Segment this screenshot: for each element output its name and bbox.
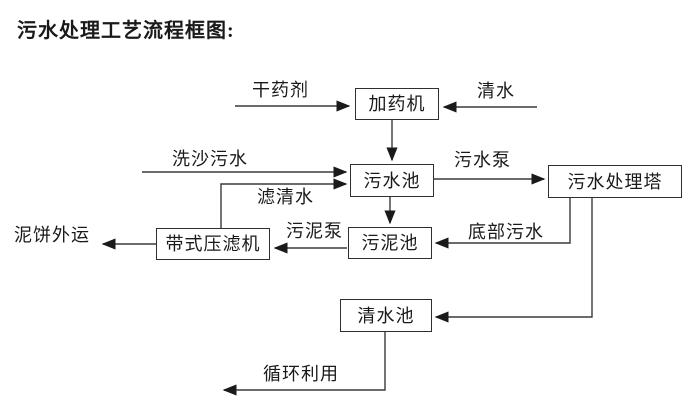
flow-label-clean-water: 清水	[477, 81, 515, 101]
flow-label-dry-agent: 干药剂	[252, 80, 309, 100]
flow-label-sludge-pump: 污泥泵	[286, 221, 343, 241]
flow-label-bottom-sewage: 底部污水	[468, 222, 544, 242]
flow-label-sewage-pump: 污水泵	[454, 150, 511, 170]
node-treatment-tower: 污水处理塔	[548, 165, 682, 198]
flow-label-sand-washing-sewage: 洗沙污水	[172, 149, 248, 169]
page-title: 污水处理工艺流程框图:	[17, 20, 235, 42]
node-belt-filter-press: 带式压滤机	[156, 228, 270, 260]
flow-label-filtered-water: 滤清水	[257, 187, 314, 207]
node-clean-water-pool-label: 清水池	[357, 305, 415, 326]
flow-label-mud-cake-out: 泥饼外运	[14, 225, 90, 245]
arrow-tower-to-clean-pool	[434, 198, 593, 323]
node-sewage-pool: 污水池	[350, 164, 434, 197]
node-treatment-tower-label: 污水处理塔	[567, 171, 663, 192]
node-dosing-machine: 加药机	[355, 88, 439, 120]
flow-label-recycle: 循环利用	[263, 364, 339, 384]
arrow-filtered-water-in	[220, 178, 348, 229]
node-sludge-pool-label: 污泥池	[361, 233, 419, 253]
node-sludge-pool: 污泥池	[348, 227, 432, 259]
arrow-recycle	[222, 332, 386, 396]
node-belt-filter-press-label: 带式压滤机	[165, 234, 261, 254]
node-clean-water-pool: 清水池	[340, 299, 432, 332]
arrow-bottom-sewage	[434, 198, 571, 249]
node-sewage-pool-label: 污水池	[363, 170, 421, 191]
node-dosing-machine-label: 加药机	[368, 94, 426, 114]
